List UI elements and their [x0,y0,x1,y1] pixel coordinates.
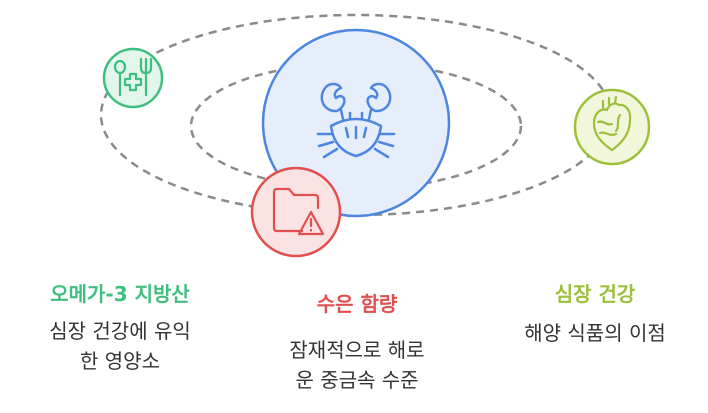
heart-node [573,88,651,166]
heart-icon [592,95,632,152]
mercury-title: 수은 함량 [316,292,398,316]
omega3-desc-line-1: 심장 건강에 유익 [49,319,191,343]
omega3-title: 오메가-3 지방산 [50,282,190,306]
omega3-desc-line-2: 한 영양소 [80,349,160,373]
mercury-node [250,166,342,258]
heart-desc-line-1: 해양 식품의 이점 [524,321,666,345]
crab-icon [316,82,396,159]
heart-title: 심장 건강 [554,282,636,306]
mercury-desc-line-2: 운 중금속 수준 [295,368,419,392]
utensils-health-icon [113,57,153,97]
omega3-node [102,47,164,109]
mercury-desc-line-1: 잠재적으로 해로 [289,338,425,362]
folder-warning-icon [272,187,325,236]
